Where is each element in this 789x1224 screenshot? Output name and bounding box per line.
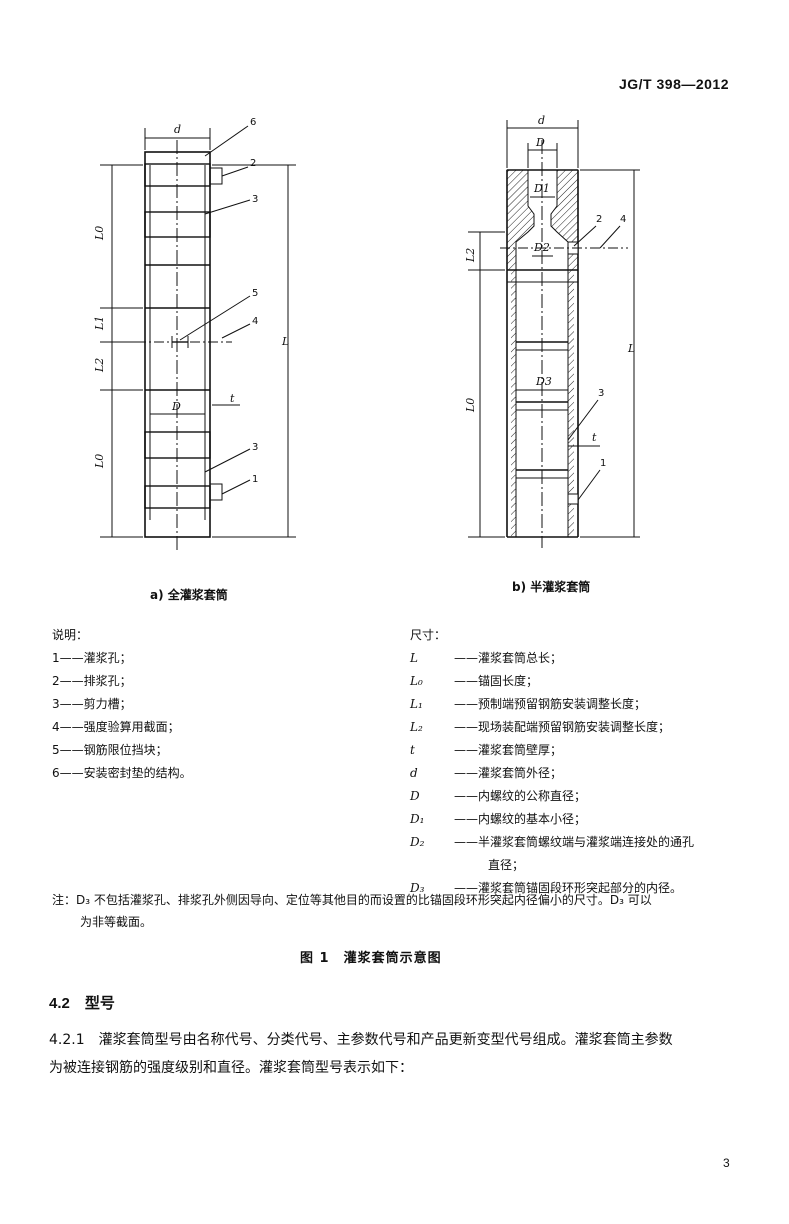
- lbl-left-L1: L1: [93, 316, 106, 331]
- dimension-item: D ——内螺纹的公称直径；: [410, 785, 694, 808]
- legend-title: 说明：: [52, 628, 89, 642]
- dimension-symbol: D: [410, 789, 420, 803]
- lbl-right-D3: D3: [535, 375, 552, 388]
- legend-list: 1——灌浆孔； 2——排浆孔； 3——剪力槽； 4——强度验算用截面； 5——钢筋限位挡…: [52, 647, 192, 785]
- lbl-left-3a: 3: [252, 194, 258, 205]
- dimension-symbol: [410, 854, 454, 877]
- dimension-text: ——半灌浆套筒螺纹端与灌浆端连接处的通孔: [454, 835, 695, 849]
- dimension-symbol: L₂: [410, 720, 423, 734]
- lbl-left-2: 2: [250, 158, 256, 169]
- lbl-left-L: L: [281, 335, 289, 348]
- dimension-item: L ——灌浆套筒总长；: [410, 647, 694, 670]
- lbl-left-D: D: [171, 400, 181, 413]
- dimensions-list: 尺寸： L ——灌浆套筒总长； L₀ ——锚固长度； L₁ ——预制端预留钢筋安装调整长度…: [410, 624, 694, 900]
- lbl-right-4: 4: [620, 214, 626, 225]
- dimension-text: ——锚固长度；: [454, 674, 539, 688]
- left-drawing-labels: d 6 2 3 5 4 3 1 D t L0 L1 L2 L0 L: [93, 117, 289, 485]
- dimension-symbol: L₀: [410, 674, 423, 688]
- lbl-right-2: 2: [596, 214, 602, 225]
- para-line-2: 为被连接钢筋的强度级别和直径。灌浆套筒型号表示如下：: [49, 1060, 413, 1076]
- dimension-text: ——内螺纹的基本小径；: [454, 812, 587, 826]
- full-grout-sleeve-drawing: [100, 125, 296, 550]
- lbl-right-L: L: [627, 342, 635, 355]
- legend-item: 5——钢筋限位挡块；: [52, 743, 168, 757]
- legend-item: 6——安装密封垫的结构。: [52, 766, 192, 780]
- lbl-left-L0-top: L0: [93, 226, 106, 241]
- figure-drawings: d 6 2 3 5 4 3 1 D t L0 L1 L2 L0 L: [93, 114, 640, 550]
- lbl-left-3b: 3: [252, 442, 258, 453]
- lbl-right-3: 3: [598, 388, 604, 399]
- dimension-symbol: D₁: [410, 812, 425, 826]
- lbl-right-D1: D1: [533, 182, 550, 195]
- figure-note: 注：D₃ 不包括灌浆孔、排浆孔外侧因导向、定位等其他目的而设置的比锚固段环形突起…: [52, 889, 652, 933]
- right-drawing-labels: d D D1 D2 D3 2 4 3 1 t L2 L0 L: [464, 114, 635, 469]
- lbl-left-t: t: [230, 392, 235, 405]
- left-figure-caption: a) 全灌浆套筒: [150, 588, 228, 602]
- lbl-right-D: D: [535, 136, 545, 149]
- dimension-text: ——预制端预留钢筋安装调整长度；: [454, 697, 647, 711]
- lbl-right-t: t: [592, 431, 597, 444]
- figure-title: 图 1 灌浆套筒示意图: [300, 951, 442, 966]
- note-line-2: 为非等截面。: [80, 915, 153, 929]
- lbl-left-4: 4: [252, 316, 258, 327]
- dimension-symbol: d: [410, 766, 418, 780]
- dimension-symbol: L: [410, 651, 418, 665]
- dimension-symbol: t: [410, 743, 415, 757]
- lbl-right-d: d: [538, 114, 545, 127]
- lbl-right-D2: D2: [533, 241, 550, 254]
- dimension-symbol: L₁: [410, 697, 423, 711]
- dimension-item: D₂ ——半灌浆套筒螺纹端与灌浆端连接处的通孔: [410, 831, 694, 854]
- lbl-left-1: 1: [252, 474, 258, 485]
- dimension-item: D₁ ——内螺纹的基本小径；: [410, 808, 694, 831]
- legend: 说明： 1——灌浆孔； 2——排浆孔； 3——剪力槽； 4——强度验算用截面； 5——钢…: [52, 624, 192, 785]
- dimension-text: ——内螺纹的公称直径；: [454, 789, 587, 803]
- dimension-symbol: D₃: [410, 881, 425, 895]
- dimension-text: 直径；: [488, 858, 525, 872]
- legend-item: 3——剪力槽；: [52, 697, 132, 711]
- lbl-right-1: 1: [600, 458, 606, 469]
- legend-item: 1——灌浆孔；: [52, 651, 132, 665]
- right-figure-caption: b) 半灌浆套筒: [512, 580, 591, 594]
- legend-item: 4——强度验算用截面；: [52, 720, 180, 734]
- dimension-item: L₂ ——现场装配端预留钢筋安装调整长度；: [410, 716, 694, 739]
- dimension-text: ——灌浆套筒锚固段环形突起部分的内径。: [454, 881, 683, 895]
- half-grout-sleeve-drawing: [468, 120, 640, 548]
- lbl-left-6: 6: [250, 117, 256, 128]
- dimension-symbol: D₂: [410, 835, 425, 849]
- para-line-1: 4.2.1 灌浆套筒型号由名称代号、分类代号、主参数代号和产品更新变型代号组成。…: [49, 1032, 673, 1048]
- dimension-item: D₃ ——灌浆套筒锚固段环形突起部分的内径。: [410, 877, 694, 900]
- lbl-left-5: 5: [252, 288, 258, 299]
- dimension-text: ——现场装配端预留钢筋安装调整长度；: [454, 720, 671, 734]
- dimension-text: ——灌浆套筒外径；: [454, 766, 563, 780]
- dimension-text: ——灌浆套筒总长；: [454, 651, 563, 665]
- lbl-left-L2: L2: [93, 358, 106, 373]
- section-heading: 4.2 型号: [49, 995, 115, 1012]
- dimension-item: 直径；: [410, 854, 694, 877]
- lbl-right-L0: L0: [464, 398, 477, 413]
- dimension-item: L₀ ——锚固长度；: [410, 670, 694, 693]
- standard-code: JG/T 398—2012: [618, 76, 729, 92]
- legend-item: 2——排浆孔；: [52, 674, 132, 688]
- section-paragraph: 4.2.1 灌浆套筒型号由名称代号、分类代号、主参数代号和产品更新变型代号组成。…: [49, 1026, 749, 1082]
- dimension-item: d ——灌浆套筒外径；: [410, 762, 694, 785]
- lbl-left-L0-bottom: L0: [93, 454, 106, 469]
- dimension-item: t ——灌浆套筒壁厚；: [410, 739, 694, 762]
- dimension-text: ——灌浆套筒壁厚；: [454, 743, 563, 757]
- page-number: 3: [723, 1156, 730, 1170]
- dimension-item: L₁ ——预制端预留钢筋安装调整长度；: [410, 693, 694, 716]
- lbl-right-L2: L2: [464, 248, 477, 263]
- note-line-1: 注：D₃ 不包括灌浆孔、排浆孔外侧因导向、定位等其他目的而设置的比锚固段环形突起…: [52, 893, 652, 907]
- dims-title: 尺寸：: [410, 628, 447, 642]
- lbl-left-d: d: [174, 123, 181, 136]
